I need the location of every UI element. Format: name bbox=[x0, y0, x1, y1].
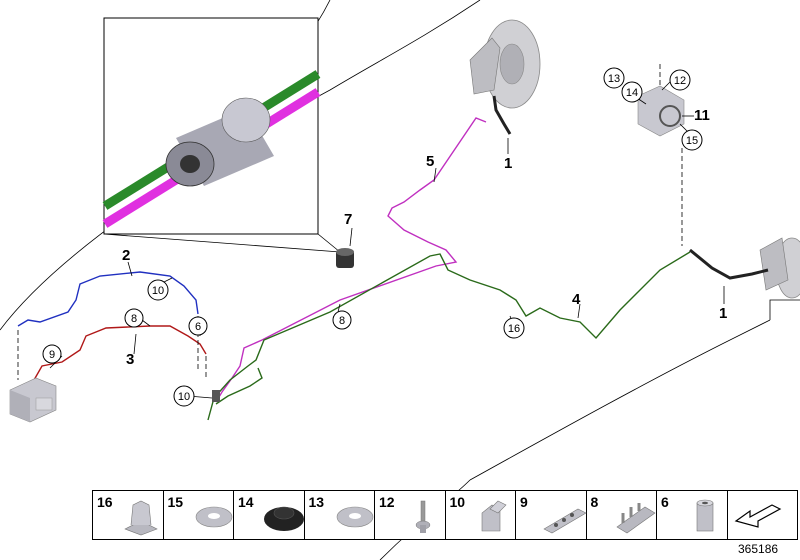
abs-unit bbox=[9, 377, 57, 423]
pipe-holder-icon bbox=[615, 503, 656, 534]
body-outline-lower bbox=[469, 319, 771, 481]
bracket-part-11 bbox=[637, 85, 694, 137]
parts-cell-8: 8 bbox=[587, 491, 657, 539]
svg-text:15: 15 bbox=[686, 135, 698, 147]
circled-callout-13: 13 bbox=[603, 67, 625, 89]
document-number: 365186 bbox=[738, 542, 779, 556]
brake-pipe-3 bbox=[33, 325, 207, 381]
callout-5: 5 bbox=[426, 153, 434, 170]
circled-callout-16: 16 bbox=[503, 317, 525, 339]
svg-text:16: 16 bbox=[508, 323, 520, 335]
brake-pipe-4 bbox=[207, 251, 691, 421]
parts-cell-15: 15 bbox=[164, 491, 234, 539]
clip-icon bbox=[124, 500, 158, 536]
part-number: 14 bbox=[238, 494, 254, 510]
part-number: 15 bbox=[167, 494, 184, 510]
circled-callout-14: 14 bbox=[621, 81, 643, 103]
part-number: 6 bbox=[661, 494, 669, 510]
circled-callout-8-center: 8 bbox=[332, 310, 352, 330]
bushing-icon bbox=[696, 499, 714, 532]
part-number: 13 bbox=[308, 494, 325, 510]
washer-icon bbox=[195, 506, 232, 528]
parts-cell-12: 12 bbox=[375, 491, 446, 539]
svg-text:8: 8 bbox=[339, 315, 345, 327]
parts-cell-9: 9 bbox=[516, 491, 587, 539]
arrow-icon bbox=[734, 504, 781, 528]
parts-cell-13: 13 bbox=[305, 491, 375, 539]
parts-cell-6: 6 bbox=[657, 491, 728, 539]
circled-callout-9: 9 bbox=[42, 344, 62, 364]
parts-cell-16: 16 bbox=[93, 491, 164, 539]
brake-pipe-8 bbox=[215, 367, 263, 405]
part-number: 12 bbox=[379, 494, 395, 510]
part-number: 9 bbox=[520, 494, 528, 510]
part-number: 16 bbox=[97, 494, 113, 510]
circled-callout-15: 15 bbox=[681, 129, 703, 151]
pipe-holder-icon bbox=[543, 508, 587, 534]
svg-text:10: 10 bbox=[178, 391, 190, 403]
sleeve-part-7 bbox=[336, 227, 354, 268]
rear-brake-caliper bbox=[689, 237, 800, 299]
part-number: 10 bbox=[449, 494, 466, 510]
brake-pipe-5 bbox=[215, 117, 487, 403]
parts-cell-10: 10 bbox=[446, 491, 516, 539]
circled-callout-6: 6 bbox=[188, 316, 208, 336]
circled-callout-10-upper: 10 bbox=[147, 279, 169, 301]
bracket-icon bbox=[481, 500, 507, 532]
inset-sleeve bbox=[165, 97, 274, 187]
svg-text:12: 12 bbox=[674, 75, 686, 87]
svg-text:9: 9 bbox=[49, 349, 55, 361]
callout-2: 2 bbox=[122, 247, 130, 264]
part-number: 8 bbox=[590, 494, 599, 510]
body-outline-rear bbox=[769, 299, 800, 320]
leader-dash-right bbox=[659, 64, 683, 246]
callout-4: 4 bbox=[572, 291, 581, 308]
svg-text:10: 10 bbox=[152, 285, 164, 297]
svg-text:13: 13 bbox=[608, 73, 620, 85]
svg-text:6: 6 bbox=[195, 321, 201, 333]
circled-callout-12: 12 bbox=[669, 69, 691, 91]
circled-callout-8-left: 8 bbox=[124, 308, 144, 328]
callout-1-rear: 1 bbox=[719, 305, 727, 322]
front-brake-caliper bbox=[469, 19, 541, 135]
bracket-part-10 bbox=[212, 390, 220, 402]
parts-legend-bar: 16 15 14 13 12 10 bbox=[92, 490, 798, 540]
callout-11: 11 bbox=[694, 107, 710, 124]
svg-text:14: 14 bbox=[626, 87, 638, 99]
circled-callout-10-lower: 10 bbox=[173, 385, 195, 407]
svg-text:8: 8 bbox=[131, 313, 137, 325]
callout-1-front: 1 bbox=[504, 155, 512, 172]
callout-7: 7 bbox=[344, 211, 352, 228]
grommet-icon bbox=[264, 506, 304, 531]
rivet-icon bbox=[415, 500, 431, 533]
parts-cell-14: 14 bbox=[234, 491, 305, 539]
washer-icon bbox=[336, 506, 373, 528]
brake-pipe-2 bbox=[17, 271, 199, 327]
detail-inset bbox=[102, 17, 341, 253]
callout-3: 3 bbox=[126, 351, 134, 368]
parts-cell-arrow bbox=[728, 491, 798, 539]
